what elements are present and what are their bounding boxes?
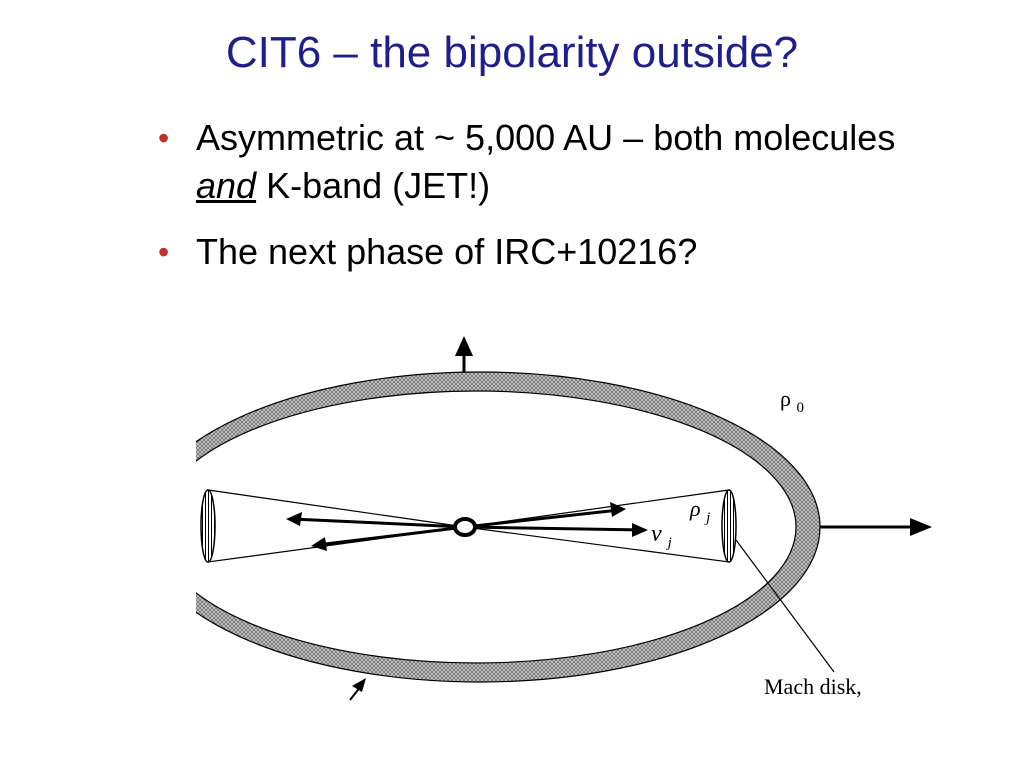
label-vj-text-subscript: j	[666, 535, 672, 551]
bullet-list: • Asymmetric at ~ 5,000 AU – both molecu…	[158, 114, 898, 276]
bullet-dot-icon: •	[158, 120, 170, 156]
slide-title: CIT6 – the bipolarity outside?	[225, 28, 799, 77]
label-rho0-text-subscript: 0	[796, 400, 804, 416]
jet-arrow	[464, 508, 620, 529]
bullet-text-part: The next phase of IRC+10216?	[196, 231, 698, 272]
mach-disk-pointer	[735, 539, 835, 673]
bullet-item-next-phase: • The next phase of IRC+10216?	[158, 228, 898, 276]
arrow-right-icon	[910, 518, 932, 536]
jet-arrow	[316, 525, 466, 547]
label-rhoj: ρ j	[689, 496, 710, 526]
arrowhead-icon	[610, 502, 626, 517]
arrow-diagonal-icon	[352, 678, 366, 692]
bullet-text-part: Asymmetric at ~ 5,000 AU – both molecule…	[196, 117, 896, 158]
central-source	[453, 517, 477, 537]
label-rhoj-text-subscript: j	[704, 510, 710, 526]
bullet-text-emphasis: and	[196, 165, 257, 206]
label-mach-disk: Mach disk,	[764, 674, 862, 699]
arrow-up-icon	[455, 336, 473, 356]
label-mach-disk-text: Mach disk,	[764, 674, 862, 699]
arrowhead-icon	[632, 523, 648, 537]
jet-end-cap-right	[721, 489, 737, 563]
outer-shell	[196, 371, 821, 683]
jet-arrow	[291, 517, 466, 529]
bipolar-jet-diagram: ρ 0 ρ j v j Mach disk,	[196, 336, 932, 701]
bullet-text-part: K-band (JET!)	[256, 165, 491, 206]
label-rhoj-text: ρ	[689, 496, 701, 521]
arrowhead-icon	[286, 512, 302, 526]
label-rho0: ρ 0	[780, 386, 804, 416]
bullet-dot-icon: •	[158, 234, 170, 270]
arrowhead-icon	[311, 537, 327, 551]
jet-end-cap-left	[200, 489, 216, 563]
label-rho0-text: ρ	[780, 386, 791, 411]
bullet-item-asymmetric: • Asymmetric at ~ 5,000 AU – both molecu…	[158, 114, 898, 210]
jet-arrow	[464, 525, 642, 532]
label-vj-text: v	[651, 521, 662, 547]
label-vj: v j	[651, 521, 672, 551]
